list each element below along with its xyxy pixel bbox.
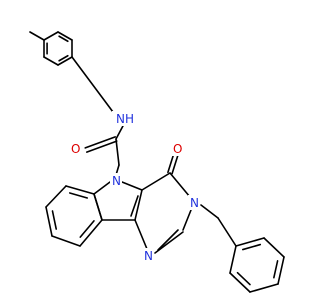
benzo-ring-bond [45, 185, 67, 208]
c2-n1-inner-bond [157, 229, 179, 251]
bond-layer [29, 31, 285, 293]
toluene-ring-bond [57, 31, 73, 41]
c4-n3-bond [169, 172, 191, 198]
benzo-ring-bond [65, 185, 95, 195]
toluene-ring-bond [57, 56, 73, 66]
phenyl-ring-bond [229, 245, 237, 274]
toluene-methyl-bond [29, 31, 45, 41]
n3-c2-bond [182, 209, 192, 231]
n5-c4a-bond [121, 181, 143, 191]
o-amide-mask [69, 141, 81, 156]
benzo-ring-inner-bond [51, 210, 58, 230]
n3-ring-mask [188, 195, 200, 210]
aryl-nh-bond [71, 56, 114, 113]
phenyl-ring-bond [229, 272, 251, 293]
n3-ch2-bond [200, 204, 219, 219]
benzo-ring-inner-bond [68, 192, 89, 199]
nh-carbonyl-bond [115, 123, 125, 140]
molecule-structure: NH O N O N N [29, 31, 285, 293]
n3-ring-atom: N [190, 196, 199, 210]
atom-label-layer: NH O N O N N [69, 111, 200, 263]
o-ring-atom: O [173, 142, 182, 156]
n5-indole-mask [110, 173, 122, 188]
n1-ring-atom: N [144, 249, 153, 263]
benzo-ring-bond [51, 235, 81, 247]
phenyl-ring-bond [249, 283, 279, 293]
c4a-c4-bond [141, 172, 171, 191]
n1-ring-mask [142, 248, 154, 263]
benzo-ring-bond [93, 193, 103, 221]
nh-amide-mask [112, 111, 130, 126]
ch2-phenyl-bond [217, 217, 237, 247]
phenyl-ring-inner-bond [236, 271, 251, 286]
benzo-ring-bond [45, 206, 53, 237]
ring-carbonyl-double-bond-2 [167, 152, 175, 174]
carbonyl-double-bond [84, 136, 117, 149]
c2-n1-bond [154, 231, 184, 254]
benzo-ring-bond [79, 219, 103, 247]
phenyl-ring-inner-bond [242, 243, 262, 251]
carbonyl-double-bond-2 [85, 140, 118, 153]
nh-amide-atom: NH [116, 112, 134, 126]
phenyl-ring-bond [263, 237, 285, 258]
benzo-ring-inner-bond [79, 220, 95, 238]
c5a-n5-bond [93, 181, 111, 195]
o-amide-atom: O [71, 142, 80, 156]
phenyl-ring-inner-bond [273, 260, 279, 279]
n1-c9b-bond [134, 219, 148, 250]
toluene-ring-inner-bond [58, 54, 69, 62]
carbonyl-ch2-bond [115, 138, 120, 166]
o-ring-mask [171, 141, 183, 156]
c4a-c9b-inner-bond [130, 195, 139, 217]
phenyl-ring-bond [235, 237, 265, 247]
toluene-ring-inner-bond [58, 35, 69, 43]
toluene-ring-bond [43, 31, 59, 41]
c4a-c9b-bond [134, 189, 143, 221]
ring-carbonyl-double-bond [171, 153, 179, 175]
n5-indole-atom: N [112, 174, 121, 188]
nh-amide-n: N [116, 112, 125, 126]
phenyl-ring-bond [277, 256, 285, 285]
toluene-ring-bond [43, 56, 59, 66]
nh-amide-h: H [125, 112, 134, 126]
